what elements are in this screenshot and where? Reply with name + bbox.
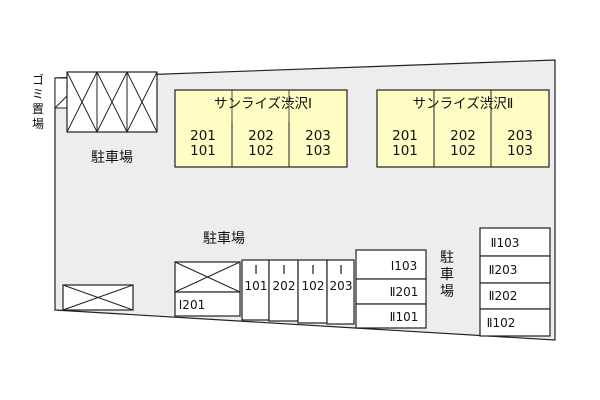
b2-unit-102: 102 [450, 143, 476, 159]
space-i201-label: Ⅰ201 [179, 298, 205, 312]
b2-unit-202: 202 [450, 128, 476, 144]
space-ii101-label: Ⅱ101 [390, 310, 419, 324]
parking-label-right-3: 場 [440, 284, 454, 300]
space-ii202-label: Ⅱ202 [489, 289, 518, 303]
space-ii201-label: Ⅱ201 [390, 285, 419, 299]
building-2: サンライズ渋沢Ⅱ 201 101 202 102 203 103 [376, 89, 550, 168]
space-i101-num: 101 [245, 279, 268, 293]
building-2-outline [376, 89, 550, 168]
garbage-label-3: 置 [32, 102, 44, 116]
garbage-box [54, 77, 68, 109]
parking-label-left: 駐車場 [91, 149, 133, 166]
b1-unit-101: 101 [190, 143, 216, 159]
b2-unit-101: 101 [392, 143, 418, 159]
building-2-name: サンライズ渋沢Ⅱ [413, 96, 514, 112]
b2-unit-201: 201 [392, 128, 418, 144]
b2-unit-203: 203 [507, 128, 533, 144]
right-spaces: Ⅱ103 Ⅱ203 Ⅱ202 Ⅱ102 [479, 227, 551, 337]
vertical-spaces: Ⅰ 101 Ⅰ 202 Ⅰ 102 Ⅰ 203 [241, 259, 355, 325]
garbage-label-2: ミ [32, 87, 44, 101]
garbage-label-1: ゴ [32, 72, 44, 87]
b1-unit-201: 201 [190, 128, 216, 144]
b2-unit-103: 103 [507, 143, 533, 159]
garbage-box-line [54, 95, 68, 109]
parking-label-center: 駐車場 [203, 230, 245, 247]
b1-unit-102: 102 [248, 143, 274, 159]
center-spaces: Ⅰ103 Ⅱ201 Ⅱ101 [355, 249, 427, 329]
b1-unit-203: 203 [305, 128, 331, 144]
parking-label-right-1: 駐 [440, 250, 454, 266]
garbage-label-4: 場 [32, 117, 44, 131]
space-i102-top: Ⅰ [311, 263, 315, 277]
space-i202-num: 202 [273, 279, 296, 293]
space-i102-num: 102 [302, 279, 325, 293]
b1-unit-202: 202 [248, 128, 274, 144]
space-ii203-label: Ⅱ203 [489, 263, 518, 277]
space-i201 [174, 291, 241, 317]
building-1-outline [174, 89, 348, 168]
b1-unit-103: 103 [305, 143, 331, 159]
space-ii103-label: Ⅱ103 [491, 236, 520, 250]
building-1: サンライズ渋沢Ⅰ 201 101 202 102 203 103 [174, 89, 348, 168]
space-ii102-label: Ⅱ102 [487, 316, 516, 330]
building-1-name: サンライズ渋沢Ⅰ [214, 96, 312, 112]
space-i101-top: Ⅰ [254, 263, 258, 277]
parking-label-right-2: 車 [440, 266, 454, 283]
space-i203-num: 203 [330, 279, 353, 293]
space-i203-top: Ⅰ [339, 263, 343, 277]
space-i202-top: Ⅰ [282, 263, 286, 277]
space-i103-label: Ⅰ103 [391, 259, 417, 273]
